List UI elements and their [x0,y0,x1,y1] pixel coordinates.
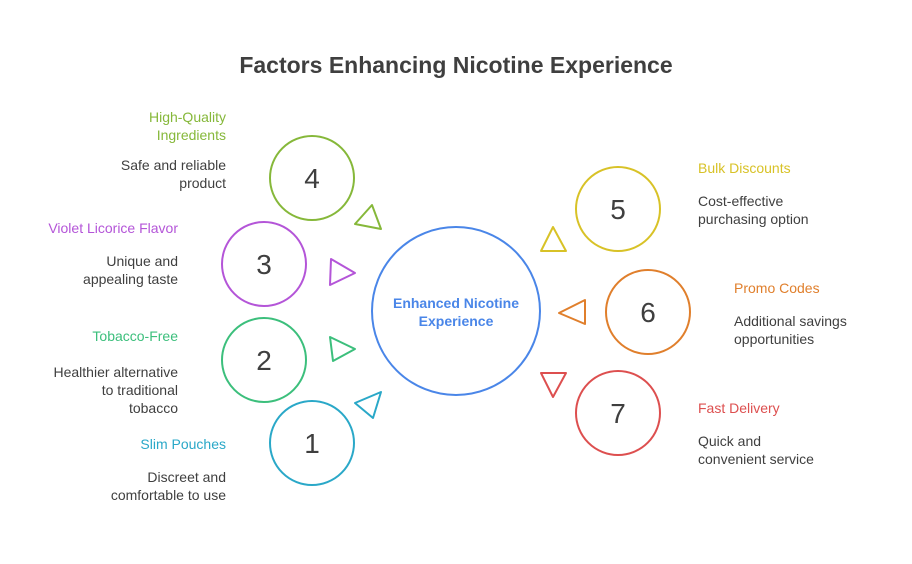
factor-4-desc-line1: Safe and reliable [120,157,226,173]
factor-6-desc-line2: opportunities [734,331,815,347]
factor-7-desc-line2: convenient service [698,451,814,467]
factor-4-arrow [354,204,382,230]
factor-7-number: 7 [610,398,626,429]
factor-5-circle [575,166,661,252]
factor-4-heading-line2: Ingredients [156,127,226,143]
factor-2-arrow [329,336,356,362]
factor-3-circle [221,221,307,307]
factor-1-desc-line2: comfortable to use [110,487,226,503]
factor-6-description: Additional savings opportunities [734,312,847,348]
factor-1-heading: Slim Pouches [140,436,226,452]
factor-1-arrow [354,391,382,419]
factor-6-arrow [558,299,586,325]
factor-6-number: 6 [640,297,656,328]
factor-3-description: Unique and appealing taste [83,252,178,288]
factor-2-desc-line3: tobacco [128,400,178,416]
factor-5-description: Cost-effective purchasing option [698,192,809,228]
factor-4-heading: High-Quality Ingredients [149,108,226,144]
factor-5-desc-line2: purchasing option [698,211,809,227]
factor-1-description: Discreet and comfortable to use [111,468,226,504]
factor-3-heading: Violet Licorice Flavor [48,220,178,236]
factor-6-heading: Promo Codes [734,280,820,296]
factor-7-desc-line1: Quick and [698,433,762,449]
factor-6-desc-line1: Additional savings [734,313,847,329]
factor-5-heading: Bulk Discounts [698,160,791,176]
factor-4-description: Safe and reliable product [121,156,226,192]
factor-4-heading-line1: High-Quality [148,109,226,125]
factor-3-desc-line1: Unique and [106,253,178,269]
factor-5-arrow [540,226,567,252]
factor-4-circle [269,135,355,221]
factor-7-heading: Fast Delivery [698,400,780,416]
factor-1-circle [269,400,355,486]
factor-1-desc-line1: Discreet and [147,469,226,485]
center-label-line2: Experience [419,313,494,329]
factor-3-number: 3 [256,249,272,280]
factor-6-circle [605,269,691,355]
factor-2-heading: Tobacco-Free [92,328,178,344]
factor-7-description: Quick and convenient service [698,432,814,468]
factor-7-circle [575,370,661,456]
diagram-title: Factors Enhancing Nicotine Experience [239,52,673,78]
factor-5-number: 5 [610,194,626,225]
factor-5-desc-line1: Cost-effective [698,193,784,209]
factor-2-desc-line2: to traditional [101,382,178,398]
factor-2-circle [221,317,307,403]
factor-3-arrow [329,258,356,286]
center-label-line1: Enhanced Nicotine [393,295,519,311]
factor-4-number: 4 [304,163,320,194]
center-circle [371,226,541,396]
factor-2-desc-line1: Healthier alternative [53,364,178,380]
factor-7-arrow [540,372,567,398]
factor-2-number: 2 [256,345,272,376]
factor-3-desc-line2: appealing taste [83,271,178,287]
factor-2-description: Healthier alternative to traditional tob… [53,363,178,417]
factor-4-desc-line2: product [179,175,226,191]
factor-1-number: 1 [304,428,320,459]
